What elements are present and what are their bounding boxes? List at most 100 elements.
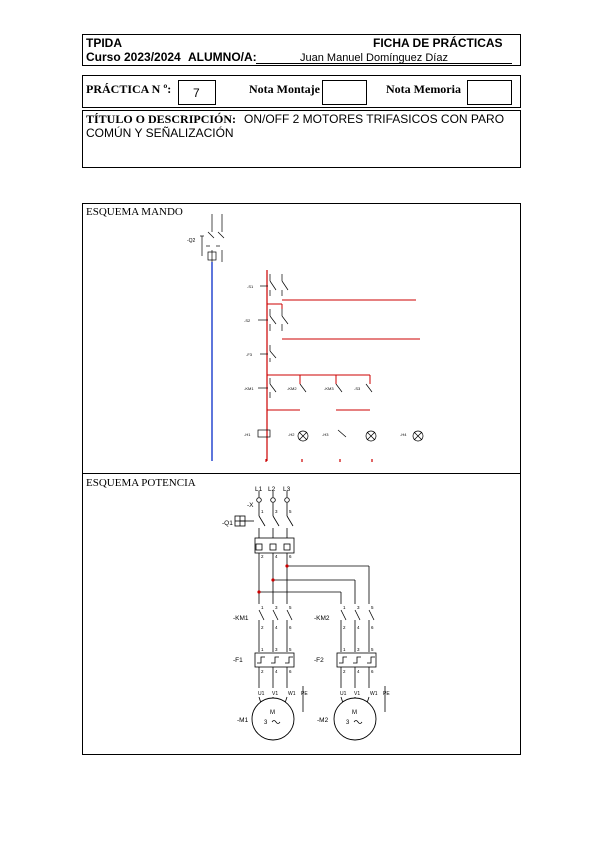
motor-m1-icon [251,697,295,741]
title-section [82,110,521,168]
phase-l3: L3 [283,486,291,493]
practice-number-box[interactable] [178,80,216,105]
power-distribution [258,553,370,604]
contactor-km2 [340,609,375,652]
svg-text:U1: U1 [258,691,265,697]
svg-text:3: 3 [275,605,278,610]
svg-text:4: 4 [357,625,360,630]
svg-text:1: 1 [261,647,264,652]
phase-l1: L1 [255,486,263,493]
title-text-line2: COMÚN Y SEÑALIZACIÓN [86,126,234,140]
svg-text:4: 4 [275,625,278,630]
phase-l2: L2 [268,486,276,493]
student-name-underline [256,63,512,64]
svg-text:3: 3 [357,647,360,652]
tag-km2: -KM2 [287,386,297,391]
svg-text:2: 2 [261,669,264,674]
practice-row [82,75,521,108]
tag-m2: -M2 [317,717,329,724]
title-text-line1: ON/OFF 2 MOTORES TRIFASICOS CON PARO [244,112,505,126]
report-grade-label: Nota Memoria [386,82,461,96]
svg-text:6: 6 [371,625,374,630]
tag-q2: -Q2 [187,238,196,244]
practice-number-value: 7 [193,86,200,100]
tag-h2: -H2 [288,432,295,437]
svg-text:2: 2 [343,625,346,630]
junction-dots [257,564,289,594]
svg-text:5: 5 [371,647,374,652]
tag-q1: -Q1 [222,520,233,527]
svg-text:1: 1 [261,509,264,514]
tag-km3: -KM3 [324,386,334,391]
tag-km1-power: -KM1 [233,615,249,622]
svg-text:3: 3 [357,605,360,610]
svg-text:6: 6 [289,625,292,630]
bottom-dashes [265,459,373,462]
svg-text:V1: V1 [272,691,278,697]
tag-h1: -H1 [244,432,251,437]
schemes-box [82,203,521,755]
svg-text:3: 3 [264,720,268,726]
svg-text:M: M [352,710,357,716]
svg-text:2: 2 [343,669,346,674]
overload-f1 [254,652,304,712]
svg-text:4: 4 [275,669,278,674]
assembly-grade-box[interactable] [322,80,367,105]
svg-text:6: 6 [289,554,292,559]
header-box [82,34,521,66]
motor-m2-icon [333,697,377,741]
svg-text:2: 2 [261,625,264,630]
student-label: ALUMNO/A: [188,50,257,64]
svg-text:PE: PE [301,691,308,697]
supply-terminals [256,497,290,503]
tag-f2: -F2 [314,657,324,664]
pilot-lamps [297,430,424,442]
svg-text:5: 5 [371,605,374,610]
control-contacts [257,274,373,438]
tag-km2-power: -KM2 [314,615,330,622]
lamp-h2-icon [365,430,377,442]
svg-text:V1: V1 [354,691,360,697]
tag-s3: -S3 [354,386,361,391]
control-supply-breaker [200,214,225,262]
main-switch-q1 [234,515,295,554]
svg-text:6: 6 [371,669,374,674]
control-red-wiring [267,299,420,411]
svg-text:4: 4 [275,554,278,559]
svg-text:1: 1 [343,605,346,610]
svg-text:1: 1 [343,647,346,652]
tag-f1: -F1 [233,657,243,664]
svg-text:PE: PE [383,691,390,697]
course-label: Curso 2023/2024 [86,50,181,64]
svg-text:2: 2 [261,554,264,559]
sheet-title: FICHA DE PRÁCTICAS [373,36,503,50]
svg-text:5: 5 [289,605,292,610]
tag-x: -X [247,502,254,509]
student-name: Juan Manuel Domínguez Díaz [300,52,448,64]
tag-f3: -F3 [246,352,253,357]
overload-f2 [336,652,386,712]
subject-label: TPIDA [86,36,122,50]
svg-text:5: 5 [289,509,292,514]
assembly-grade-label: Nota Montaje [249,82,320,96]
svg-text:3: 3 [346,720,350,726]
control-scheme-label: ESQUEMA MANDO [86,206,183,218]
tag-km1: -KM1 [244,386,254,391]
svg-text:4: 4 [357,669,360,674]
tag-s1: -S1 [247,284,254,289]
svg-text:W1: W1 [288,691,296,697]
lamp-h3-icon [412,430,424,442]
contactor-km1 [258,609,293,652]
power-scheme-label: ESQUEMA POTENCIA [86,477,196,489]
svg-text:1: 1 [261,605,264,610]
tag-h3: -H3 [322,432,329,437]
report-grade-box[interactable] [467,80,512,105]
svg-text:5: 5 [289,647,292,652]
svg-text:W1: W1 [370,691,378,697]
lamp-h1-icon [297,430,309,442]
svg-text:M: M [270,710,275,716]
svg-text:U1: U1 [340,691,347,697]
tag-s2: -S2 [244,318,251,323]
svg-text:3: 3 [275,647,278,652]
